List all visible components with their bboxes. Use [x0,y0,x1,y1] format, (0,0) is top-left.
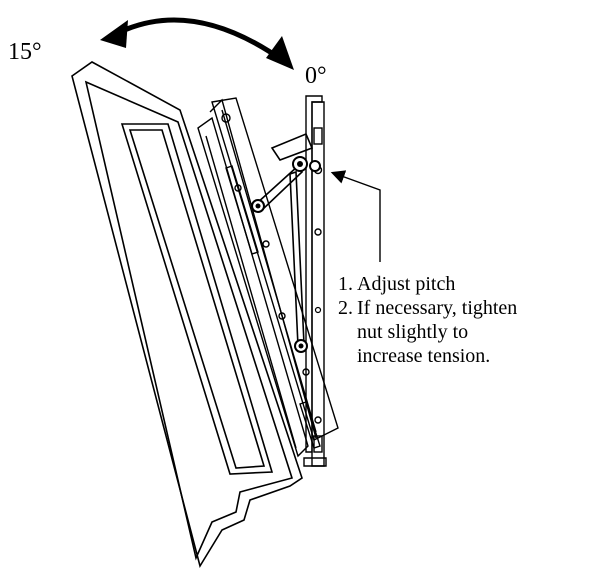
tilt-arrow-icon [100,17,294,70]
angle-label-0-degrees: 0° [305,63,327,89]
step-2-text-line-3: increase tension. [357,345,491,367]
instruction-list: 1. Adjust pitch 2. If necessary, tighten… [338,272,517,368]
step-2-text-line-2: nut slightly to [357,321,469,343]
step-1-text: Adjust pitch [357,273,456,295]
step-1-number: 1. [338,273,353,295]
angle-label-15-degrees: 15° [8,39,42,65]
bracket-arm [211,97,339,449]
tension-nut [309,160,321,172]
wall-plate [303,95,327,467]
callout-leader-line [330,170,381,262]
step-2-text-line-1: If necessary, tighten [357,297,518,319]
instruction-step-1: 1. Adjust pitch [338,272,517,296]
instruction-step-2: 2. If necessary, tighten [338,296,517,320]
display-panel [71,61,303,569]
pivot-bolts [251,156,322,353]
step-2-number: 2. [338,297,353,319]
